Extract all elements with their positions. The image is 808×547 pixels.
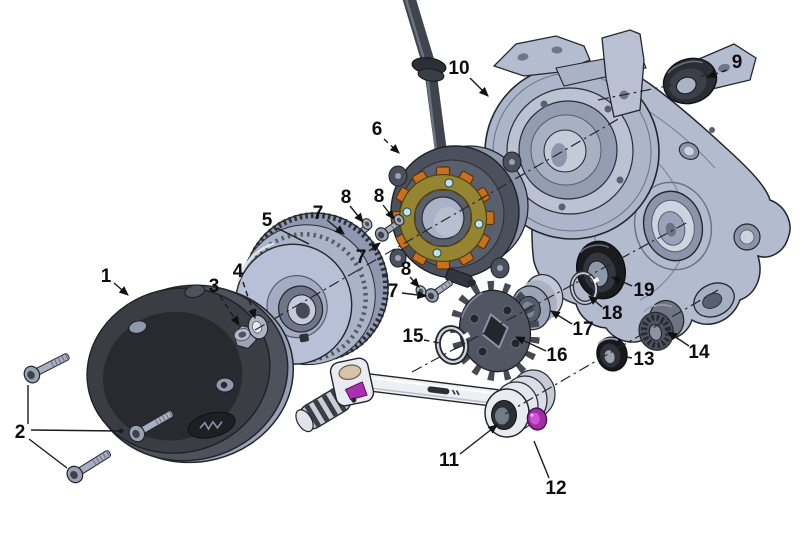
callout-7: 7 [356,247,367,268]
hinge-bushing [338,364,362,381]
hinge-magenta-wedge [344,381,368,401]
cover-bolt-1 [20,347,73,387]
callout-leader-7 [326,219,345,235]
callout-13: 13 [633,349,654,370]
callout-leader-5 [276,227,310,245]
callout-leader-7 [368,242,381,252]
callout-leader-7 [401,290,428,300]
callout-leader-2 [30,429,122,432]
callout-leader-1 [113,282,129,296]
callout-7: 7 [313,203,324,224]
crankshaft-axis [254,117,621,331]
cover-logo [187,411,236,439]
callout-leader-13 [620,355,633,359]
callout-leader-16 [514,336,547,352]
callout-leader-15 [423,339,441,344]
stator-ears [388,151,522,279]
callout-12: 12 [545,478,566,499]
callout-11: 11 [439,450,460,471]
callout-leader-12 [533,440,550,479]
cover-boss [215,377,235,393]
callout-leader-3 [219,295,240,326]
lever-pinch-bolt [526,407,548,431]
lever-hinge [329,357,375,407]
cover-tab [184,284,206,299]
callout-4: 4 [233,261,244,282]
callout-leader-8 [382,204,395,220]
cover-slot [128,320,148,334]
callout-14: 14 [688,342,710,363]
callout-17: 17 [572,319,593,340]
callout-leader-9 [705,69,728,79]
shift-shaft-rod [402,0,447,158]
washer [247,314,269,340]
callout-leader-8 [409,276,420,288]
stator-wire-connector [445,268,476,288]
callout-3: 3 [209,276,220,297]
stator-bolt-3 [422,275,457,306]
callout-15: 15 [402,326,424,347]
snap-ring-18 [569,270,600,306]
callout-6: 6 [372,119,383,140]
output-shaft-axis [411,221,689,373]
callout-leader-14 [667,331,690,347]
callout-2: 2 [15,422,26,443]
crankcase-output-bore [633,181,713,271]
callout-leader-18 [588,295,603,308]
ignition-cover [86,284,295,464]
callout-leader-10 [469,77,489,97]
callout-5: 5 [262,210,273,231]
callout-leader-2 [28,438,68,469]
callout-leader-17 [550,310,573,325]
callout-leader-11 [459,424,498,455]
callout-leader-19 [610,276,633,287]
circlip-15 [434,325,471,365]
kick-start-lever [295,357,556,438]
callout-10: 10 [448,58,469,79]
callout-18: 18 [601,303,622,324]
callout-leader-4 [242,281,257,320]
oil-seal-9 [662,57,718,105]
flywheel-keyway [299,333,309,343]
shaft-seal-13 [596,336,628,372]
crankcase-kick-boss [693,282,735,318]
drive-sprocket-16 [450,280,540,382]
callout-8: 8 [401,259,412,280]
kick-shaft-axis [504,289,719,415]
callout-leader-8 [349,205,364,223]
callout-7: 7 [388,281,399,302]
callout-leader-dot-2 [118,428,124,434]
crank-seal-19 [576,240,626,300]
callout-9: 9 [732,52,743,73]
centerlines [254,84,719,415]
seal-axis [597,84,673,101]
callout-8: 8 [374,186,385,207]
callout-1: 1 [101,266,112,287]
stator-assembly [388,145,529,288]
lever-logo [427,386,460,396]
callout-16: 16 [546,345,567,366]
callout-19: 19 [633,280,654,301]
callout-8: 8 [341,187,352,208]
stator-screws [402,178,484,258]
callout-leader-6 [383,138,400,154]
cover-bolt-3 [63,444,115,487]
